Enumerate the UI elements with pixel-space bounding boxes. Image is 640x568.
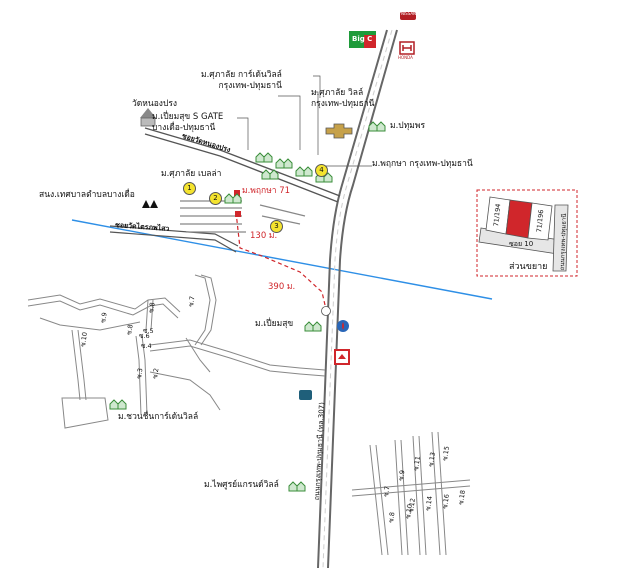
label-municipality: สนง.เทศบาลตำบลบางเดื่อ [39, 190, 135, 200]
label-ville: ม.ศุภาลัย วิลล์ กรุงเทพ-ปทุมธานี [311, 88, 374, 111]
label-temple: วัดหนองปรง [132, 99, 178, 109]
big-c-logo-accent [364, 35, 376, 48]
label-garden-ville: ม.ศุภาลัย การ์เด้นวิลล์ กรุงเทพ-ปทุมธานี [201, 70, 282, 93]
label-pathumporn: ม.ปทุมพร [390, 121, 426, 131]
soi-taipraphai-line2 [109, 231, 237, 253]
big-c-logo: Big C [352, 35, 373, 43]
main-road-edge-right [327, 29, 398, 568]
soi-label: ซ.13 [426, 451, 437, 468]
honda-logo-icon [399, 41, 415, 55]
west-roads [27, 274, 326, 429]
soi-nongprong-line2 [144, 133, 339, 203]
label-paisarn: ม.ไพศูรย์แกรนด์วิลล์ [204, 480, 279, 490]
soi-label: ซ.14 [423, 495, 434, 512]
route-line [235, 211, 326, 306]
inset-road-label: ถนนกรุงเทพ-ปทุมธานี [558, 213, 568, 271]
house-icon [275, 158, 293, 169]
soi-label: ซ.10 [78, 331, 89, 348]
distance-390: 390 ม. [268, 282, 296, 292]
main-road-centerline [322, 29, 393, 568]
house-icon [261, 169, 279, 180]
marker-2: 2 [209, 192, 222, 205]
main-road-edge-left [317, 29, 388, 568]
honda-logo: HONDA [398, 55, 413, 60]
route-end-icon [321, 306, 331, 316]
soi-label: ซ.11 [411, 455, 422, 472]
house-icon [288, 481, 306, 492]
marker-1: 1 [183, 182, 196, 195]
house-icon [304, 321, 322, 332]
soi-label: ซ.16 [440, 493, 451, 510]
soi-label: ซ.15 [440, 445, 451, 462]
label-pruksa71: ม.พฤกษา 71 [242, 186, 291, 196]
temple-icon [140, 108, 156, 118]
pruksa71-pin-icon [234, 190, 240, 196]
label-piamsuk: ม.เปี่ยมสุข [255, 319, 294, 329]
soi-label: ซ.2 [150, 367, 161, 380]
inset-plot-71-196 [527, 202, 553, 241]
soi-label: ซ.8 [386, 511, 397, 524]
ville-sub: กรุงเทพ-ปทุมธานี [311, 99, 375, 110]
nissan-logo: NISSAN [401, 11, 417, 16]
honda-h-icon [402, 45, 412, 51]
bank-icon [299, 390, 312, 400]
soi-label: ซ.8 [124, 323, 135, 336]
chevrolet-logo-icon [325, 123, 353, 139]
soi-taipraphai-line [109, 225, 239, 247]
site-pin-icon [235, 211, 241, 217]
soi-label: ซ.8 [146, 301, 157, 314]
inset-target-plot [505, 199, 533, 239]
marker-3: 3 [270, 220, 283, 233]
pruksa71-grid [180, 200, 306, 233]
garden-ville-sub: กรุงเทพ-ปทุมธานี [218, 81, 282, 92]
sgate-name: ม.เปี่ยมสุข S GATE [152, 112, 224, 122]
inset-caption: ส่วนขยาย [509, 262, 548, 272]
soi-label: ซ.9 [98, 311, 109, 324]
soi-label: ซ.6 [139, 332, 150, 340]
canal-line [71, 219, 493, 300]
garden-ville-name: ม.ศุภาลัย การ์เด้นวิลล์ [201, 70, 282, 80]
house-icon [368, 121, 386, 132]
house-icon [109, 399, 127, 410]
nissan-logo-icon [400, 12, 416, 20]
inset-frame [476, 189, 578, 277]
municipality-icon [142, 200, 158, 208]
soi-nongprong-line [144, 127, 341, 197]
soi-label: ซ.12 [406, 497, 417, 514]
label-pruksa: ม.พฤกษา กรุงเทพ-ปทุมธานี [372, 159, 473, 169]
soi-label: ซ.18 [456, 489, 467, 506]
house-icon [255, 152, 273, 163]
soi-label: ซ.5 [143, 327, 154, 335]
inset-soi10-label: ซอย 10 [509, 240, 534, 248]
soi-label: ซ.7 [186, 295, 197, 308]
soi-label: ซ.7 [381, 485, 392, 498]
soi-label: ซ.4 [141, 342, 152, 350]
label-chuanchuen: ม.ชวนชื่นการ์เด้นวิลล์ [118, 412, 199, 422]
house-icon [224, 193, 242, 204]
sgate-sub: บางเดื่อ-ปทุมธานี [152, 123, 216, 134]
label-bella: ม.ศุภาลัย เบลล่า [161, 169, 222, 179]
inset-main-road [552, 204, 569, 272]
distance-130: 130 ม. [250, 231, 278, 241]
soi-label: ซ.9 [396, 469, 407, 482]
southeast-roads [351, 431, 471, 556]
marker-4: 4 [315, 164, 328, 177]
soi-label: ซ.3 [134, 367, 145, 380]
label-sgate: ม.เปี่ยมสุข S GATE บางเดื่อ-ปทุมธานี [152, 112, 223, 135]
house-icon [295, 166, 313, 177]
ville-name: ม.ศุภาลัย วิลล์ [311, 88, 364, 98]
